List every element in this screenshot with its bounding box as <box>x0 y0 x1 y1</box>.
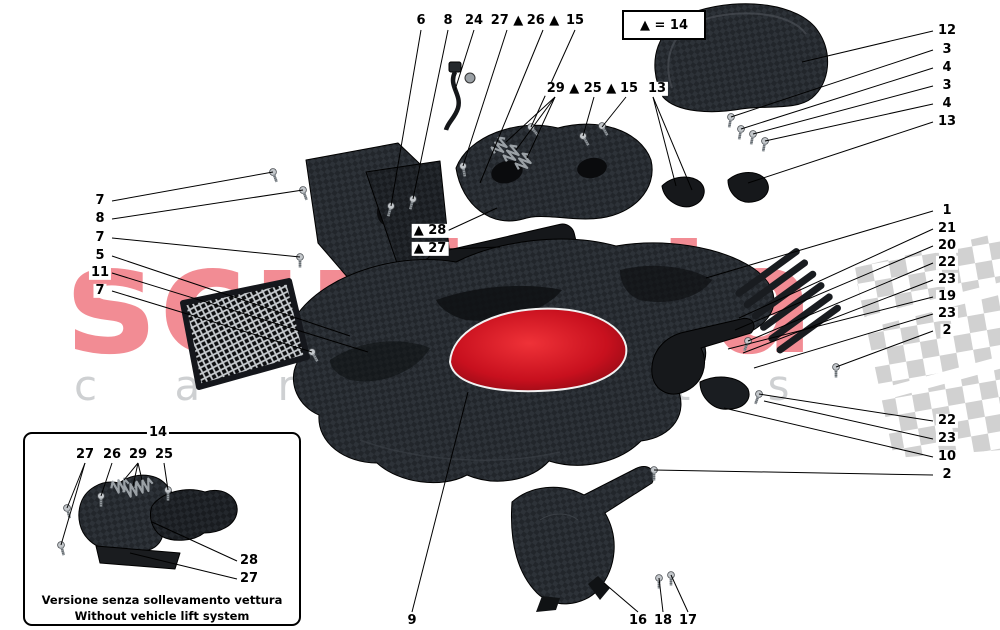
legend-text: ▲ = 14 <box>639 17 689 33</box>
ribbed-panel <box>735 248 841 354</box>
checkered-flag <box>854 232 1000 458</box>
callout-23: 23 <box>935 430 959 447</box>
callout-23: 23 <box>935 305 959 322</box>
bracket-lower <box>699 376 750 410</box>
leader-lines <box>60 29 934 613</box>
callout-7: 7 <box>93 229 107 246</box>
legend-box: ▲ = 14 <box>622 10 706 40</box>
callout-16: 16 <box>626 612 650 629</box>
callout-26: 26 ▲ <box>524 12 562 29</box>
callout-19: 19 <box>935 288 959 305</box>
callout-7: 7 <box>93 192 107 209</box>
bottom-bracket <box>511 466 655 605</box>
callout-17: 17 <box>676 612 700 629</box>
inset-caption: Versione senza sollevamento vettura With… <box>30 592 294 624</box>
callout-27: 27 ▲ <box>488 12 526 29</box>
callout-7: 7 <box>93 282 107 299</box>
callout-5: 5 <box>93 247 107 264</box>
callout-22: 22 <box>935 254 959 271</box>
callout-4: 4 <box>940 59 954 76</box>
callout-10: 10 <box>935 448 959 465</box>
callout-8: 8 <box>93 210 107 227</box>
callout-2: 2 <box>940 466 954 483</box>
mesh-grille <box>180 278 310 390</box>
callout-26: 26 <box>100 446 124 463</box>
small-bracket-right <box>727 172 769 203</box>
callout-18: 18 <box>651 612 675 629</box>
tunnel-top-trim <box>455 123 653 222</box>
callout-21: 21 <box>935 220 959 237</box>
wiring-harness <box>443 61 476 131</box>
callout-23: 23 <box>935 271 959 288</box>
inset-parts <box>78 474 238 570</box>
callout-14: 14 <box>146 424 170 441</box>
callout-22: 22 <box>935 412 959 429</box>
callout-15: 15 <box>617 80 641 97</box>
callout-6: 6 <box>414 12 428 29</box>
inset-caption-line1: Versione senza sollevamento vettura <box>41 593 283 607</box>
callout-15: 15 <box>563 12 587 29</box>
callout-27: 27 <box>73 446 97 463</box>
callout-13: 13 <box>645 80 669 97</box>
callout-8: 8 <box>441 12 455 29</box>
callout-24: 24 <box>462 12 486 29</box>
callout-11: 11 <box>88 264 112 281</box>
callout-2: 2 <box>940 322 954 339</box>
small-bracket-left <box>661 176 705 208</box>
callout-25: 25 ▲ <box>581 80 619 97</box>
callout-28: 28 <box>237 552 261 569</box>
callout-20: 20 <box>935 237 959 254</box>
parts <box>56 3 841 612</box>
inset-caption-line2: Without vehicle lift system <box>74 609 250 624</box>
callout-25: 25 <box>152 446 176 463</box>
callout-9: 9 <box>405 612 419 629</box>
callout-28: ▲ 28 <box>411 222 449 239</box>
callout-27: 27 <box>237 570 261 587</box>
red-insert <box>449 307 628 393</box>
callout-27: ▲ 27 <box>411 240 449 257</box>
callout-3: 3 <box>940 41 954 58</box>
callout-13: 13 <box>935 113 959 130</box>
callout-1: 1 <box>940 202 954 219</box>
callout-4: 4 <box>940 95 954 112</box>
bracket-arm <box>651 317 755 395</box>
callout-3: 3 <box>940 77 954 94</box>
callout-29: 29 <box>126 446 150 463</box>
callout-29: 29 ▲ <box>544 80 582 97</box>
callout-12: 12 <box>935 22 959 39</box>
